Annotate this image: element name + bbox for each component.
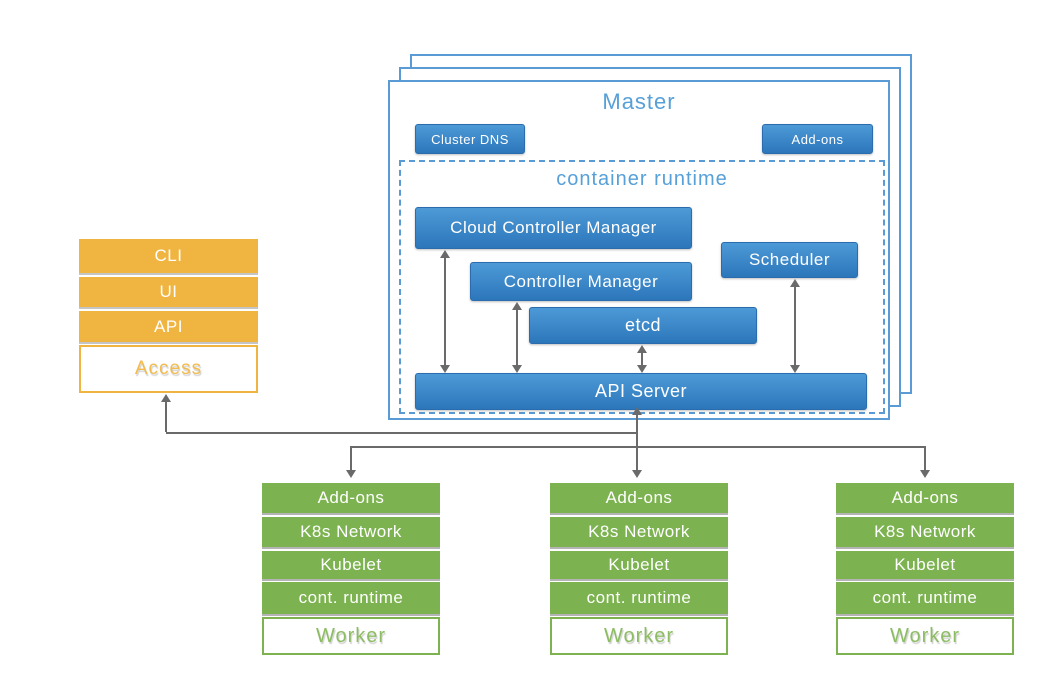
master-addons-box: Add-ons [762, 124, 873, 154]
master-panel: Master Cluster DNS Add-ons container run… [388, 80, 890, 420]
apiserver-trunk-line [636, 413, 638, 470]
access-base-box: Access [79, 345, 258, 393]
worker-3-drop-line [924, 448, 926, 470]
worker-1-drop-line [350, 448, 352, 470]
cluster-dns-box: Cluster DNS [415, 124, 525, 154]
worker-base-box: Worker [262, 617, 440, 655]
container-runtime-title: container runtime [556, 168, 728, 190]
worker-addons-box: Add-ons [262, 483, 440, 513]
worker-k8s-network-box: K8s Network [262, 517, 440, 547]
ccm-apiserver-arrow [440, 250, 450, 373]
etcd-apiserver-arrow [637, 345, 647, 373]
scheduler-box: Scheduler [721, 242, 858, 278]
worker-node-2: Add-ons K8s Network Kubelet cont. runtim… [550, 483, 728, 655]
master-title: Master [602, 89, 676, 114]
apiserver-workers-line [350, 446, 926, 448]
worker-base-box: Worker [550, 617, 728, 655]
etcd-box: etcd [529, 307, 757, 344]
api-box: API [79, 311, 258, 342]
worker-node-3: Add-ons K8s Network Kubelet cont. runtim… [836, 483, 1014, 655]
scheduler-apiserver-arrow [790, 279, 800, 373]
arrowhead-into-worker-2 [632, 470, 642, 478]
worker-kubelet-box: Kubelet [262, 551, 440, 579]
access-riser-line [165, 401, 167, 432]
arrowhead-into-access [161, 394, 171, 402]
controller-manager-box: Controller Manager [470, 262, 692, 301]
controller-manager-apiserver-arrow [512, 302, 522, 373]
worker-k8s-network-box: K8s Network [550, 517, 728, 547]
arrowhead-into-api-server [632, 407, 642, 415]
api-server-box: API Server [415, 373, 867, 410]
arrowhead-into-worker-3 [920, 470, 930, 478]
arrowhead-into-worker-1 [346, 470, 356, 478]
worker-container-runtime-box: cont. runtime [836, 582, 1014, 614]
worker-node-1: Add-ons K8s Network Kubelet cont. runtim… [262, 483, 440, 655]
worker-container-runtime-box: cont. runtime [262, 582, 440, 614]
container-runtime-group: container runtime Cloud Controller Manag… [399, 160, 885, 414]
cli-box: CLI [79, 239, 258, 273]
worker-base-box: Worker [836, 617, 1014, 655]
worker-addons-box: Add-ons [550, 483, 728, 513]
worker-addons-box: Add-ons [836, 483, 1014, 513]
worker-k8s-network-box: K8s Network [836, 517, 1014, 547]
worker-kubelet-box: Kubelet [550, 551, 728, 579]
worker-container-runtime-box: cont. runtime [550, 582, 728, 614]
worker-kubelet-box: Kubelet [836, 551, 1014, 579]
cloud-controller-manager-box: Cloud Controller Manager [415, 207, 692, 249]
ui-box: UI [79, 277, 258, 307]
access-stack: CLI UI API Access [79, 239, 258, 393]
apiserver-access-line [166, 432, 638, 434]
